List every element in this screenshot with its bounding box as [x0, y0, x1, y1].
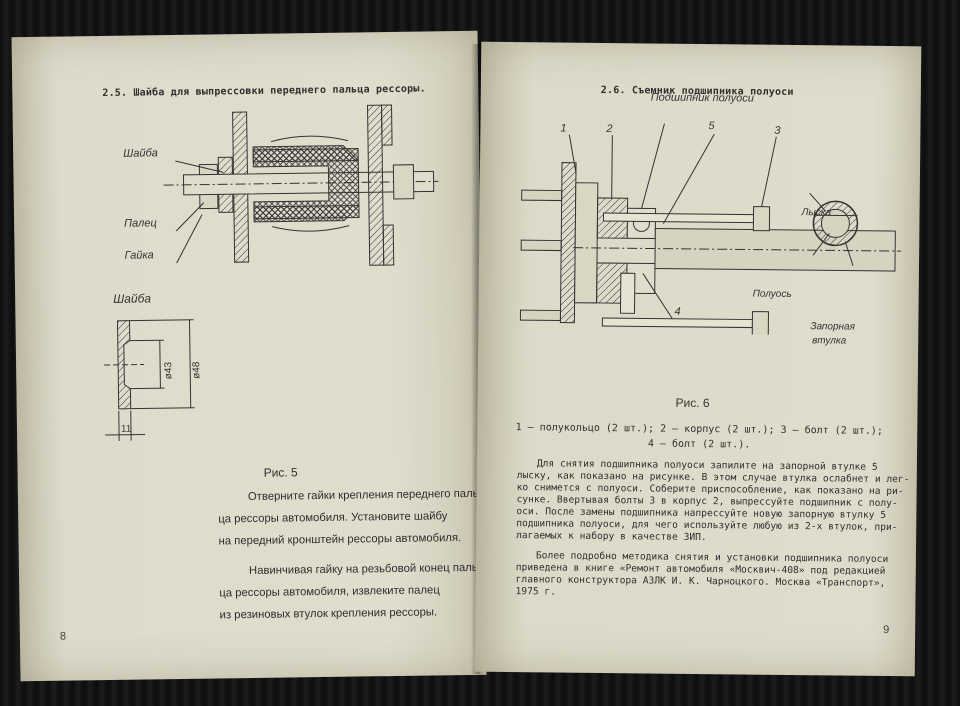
figure-6-legend: 1 — полукольцо (2 шт.); 2 — корпус (2 шт…: [509, 420, 889, 454]
label-part-4: 4: [674, 305, 681, 318]
dim-inner: ø43: [163, 361, 175, 380]
label-washer: Шайба: [123, 147, 158, 160]
left-page: 2.5. Шайба для выпрессовки переднего пал…: [11, 30, 487, 682]
label-axle: Полуось: [752, 288, 792, 300]
right-instructions: Для снятия подшипника полуоси запилите н…: [515, 458, 917, 610]
dim-outer: ø48: [191, 361, 203, 379]
label-flat: Лыска: [801, 207, 832, 219]
label-part-1: 1: [560, 122, 567, 135]
figure-5-caption: Рис. 5: [263, 465, 298, 480]
left-instructions: Отверните гайки крепления переднего паль…: [218, 483, 484, 627]
figure-5-pin-assembly: [163, 104, 439, 266]
page-number-left: 8: [59, 630, 67, 643]
text-line: на передний кронштейн рессоры автомобиля…: [218, 532, 462, 548]
washer-detail-title: Шайба: [113, 291, 152, 306]
label-part-3: 3: [774, 124, 781, 137]
figure-6-bearing-puller: [519, 123, 902, 337]
page-number-right: 9: [883, 623, 890, 637]
label-nut: Гайка: [124, 249, 154, 262]
dim-width: 11: [120, 423, 132, 435]
label-lock-sleeve-1: Запорная: [810, 321, 856, 333]
section-heading-2-5: 2.5. Шайба для выпрессовки переднего пал…: [102, 83, 426, 100]
washer-detail-drawing: [104, 319, 195, 441]
label-part-2: 2: [606, 123, 613, 136]
label-lock-sleeve-2: втулка: [812, 335, 847, 347]
paragraph-reference: Более подробно методика снятия и установ…: [515, 550, 915, 602]
paragraph-removal: Для снятия подшипника полуоси запилите н…: [516, 458, 917, 546]
text-line: Навинчивая гайку на резьбовой конец паль…: [248, 561, 482, 578]
open-booklet: 2.5. Шайба для выпрессовки переднего пал…: [11, 24, 922, 682]
label-pin: Палец: [124, 217, 157, 230]
label-part-5: 5: [708, 120, 715, 133]
text-line: из резиновых втулок крепления рессоры.: [219, 606, 438, 622]
right-page: 2.6. Съемник подшипника полуоси: [474, 41, 922, 677]
figure-6-caption: Рис. 6: [675, 395, 710, 411]
label-bearing: Подшипник полуоси: [650, 91, 754, 105]
